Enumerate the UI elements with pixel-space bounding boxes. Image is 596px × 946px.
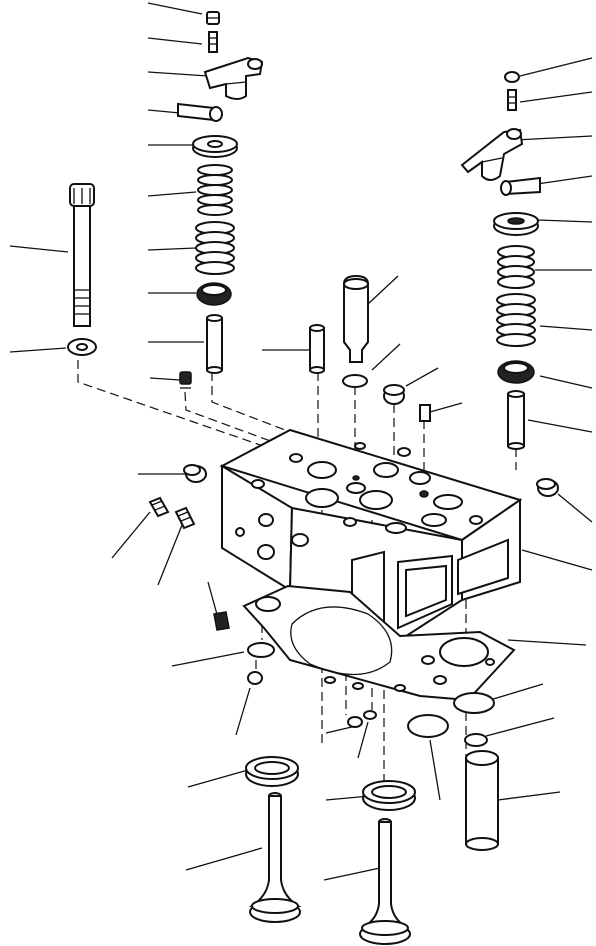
- rocker-shaft-right: [500, 176, 541, 196]
- pipe-plugs: [148, 496, 230, 631]
- dowel-pin: [419, 404, 431, 422]
- spring-retainer-left: [192, 135, 238, 158]
- plug-small: [179, 371, 192, 389]
- expansion-plug: [536, 478, 559, 497]
- push-rod-guide: [309, 324, 325, 374]
- outer-valve-spring-left: [197, 164, 233, 216]
- rocker-arm-right: [460, 128, 524, 181]
- bolt-washer: [67, 338, 97, 356]
- inner-valve-spring-left: [195, 221, 235, 275]
- spring-retainer-right: [493, 212, 539, 236]
- valve-seat-inserts: [245, 756, 416, 811]
- cup-plug-left: [183, 464, 207, 483]
- head-gasket: [242, 584, 516, 702]
- lock-nut-left: [206, 11, 220, 25]
- exhaust-valve: [359, 818, 411, 945]
- cup-plug: [383, 384, 405, 405]
- valve-guide-left: [206, 314, 223, 374]
- o-ring: [342, 374, 368, 388]
- leader-lines: [9, 2, 593, 881]
- spring-seat-left: [196, 282, 232, 306]
- rocker-shaft-left: [177, 102, 223, 122]
- rocker-arm-left: [203, 56, 264, 100]
- seal-rings: [247, 642, 495, 747]
- spring-seat-right: [497, 360, 535, 384]
- head-bolt: [69, 183, 95, 327]
- adjusting-screw-left: [208, 31, 218, 53]
- valve-guide-right: [507, 390, 525, 450]
- injector-sleeve: [343, 274, 369, 363]
- valve-spring-right: [496, 245, 536, 347]
- water-tube: [465, 750, 499, 851]
- lock-nut-right: [504, 71, 520, 83]
- intake-valve: [248, 792, 302, 923]
- adjusting-screw-right: [507, 89, 517, 111]
